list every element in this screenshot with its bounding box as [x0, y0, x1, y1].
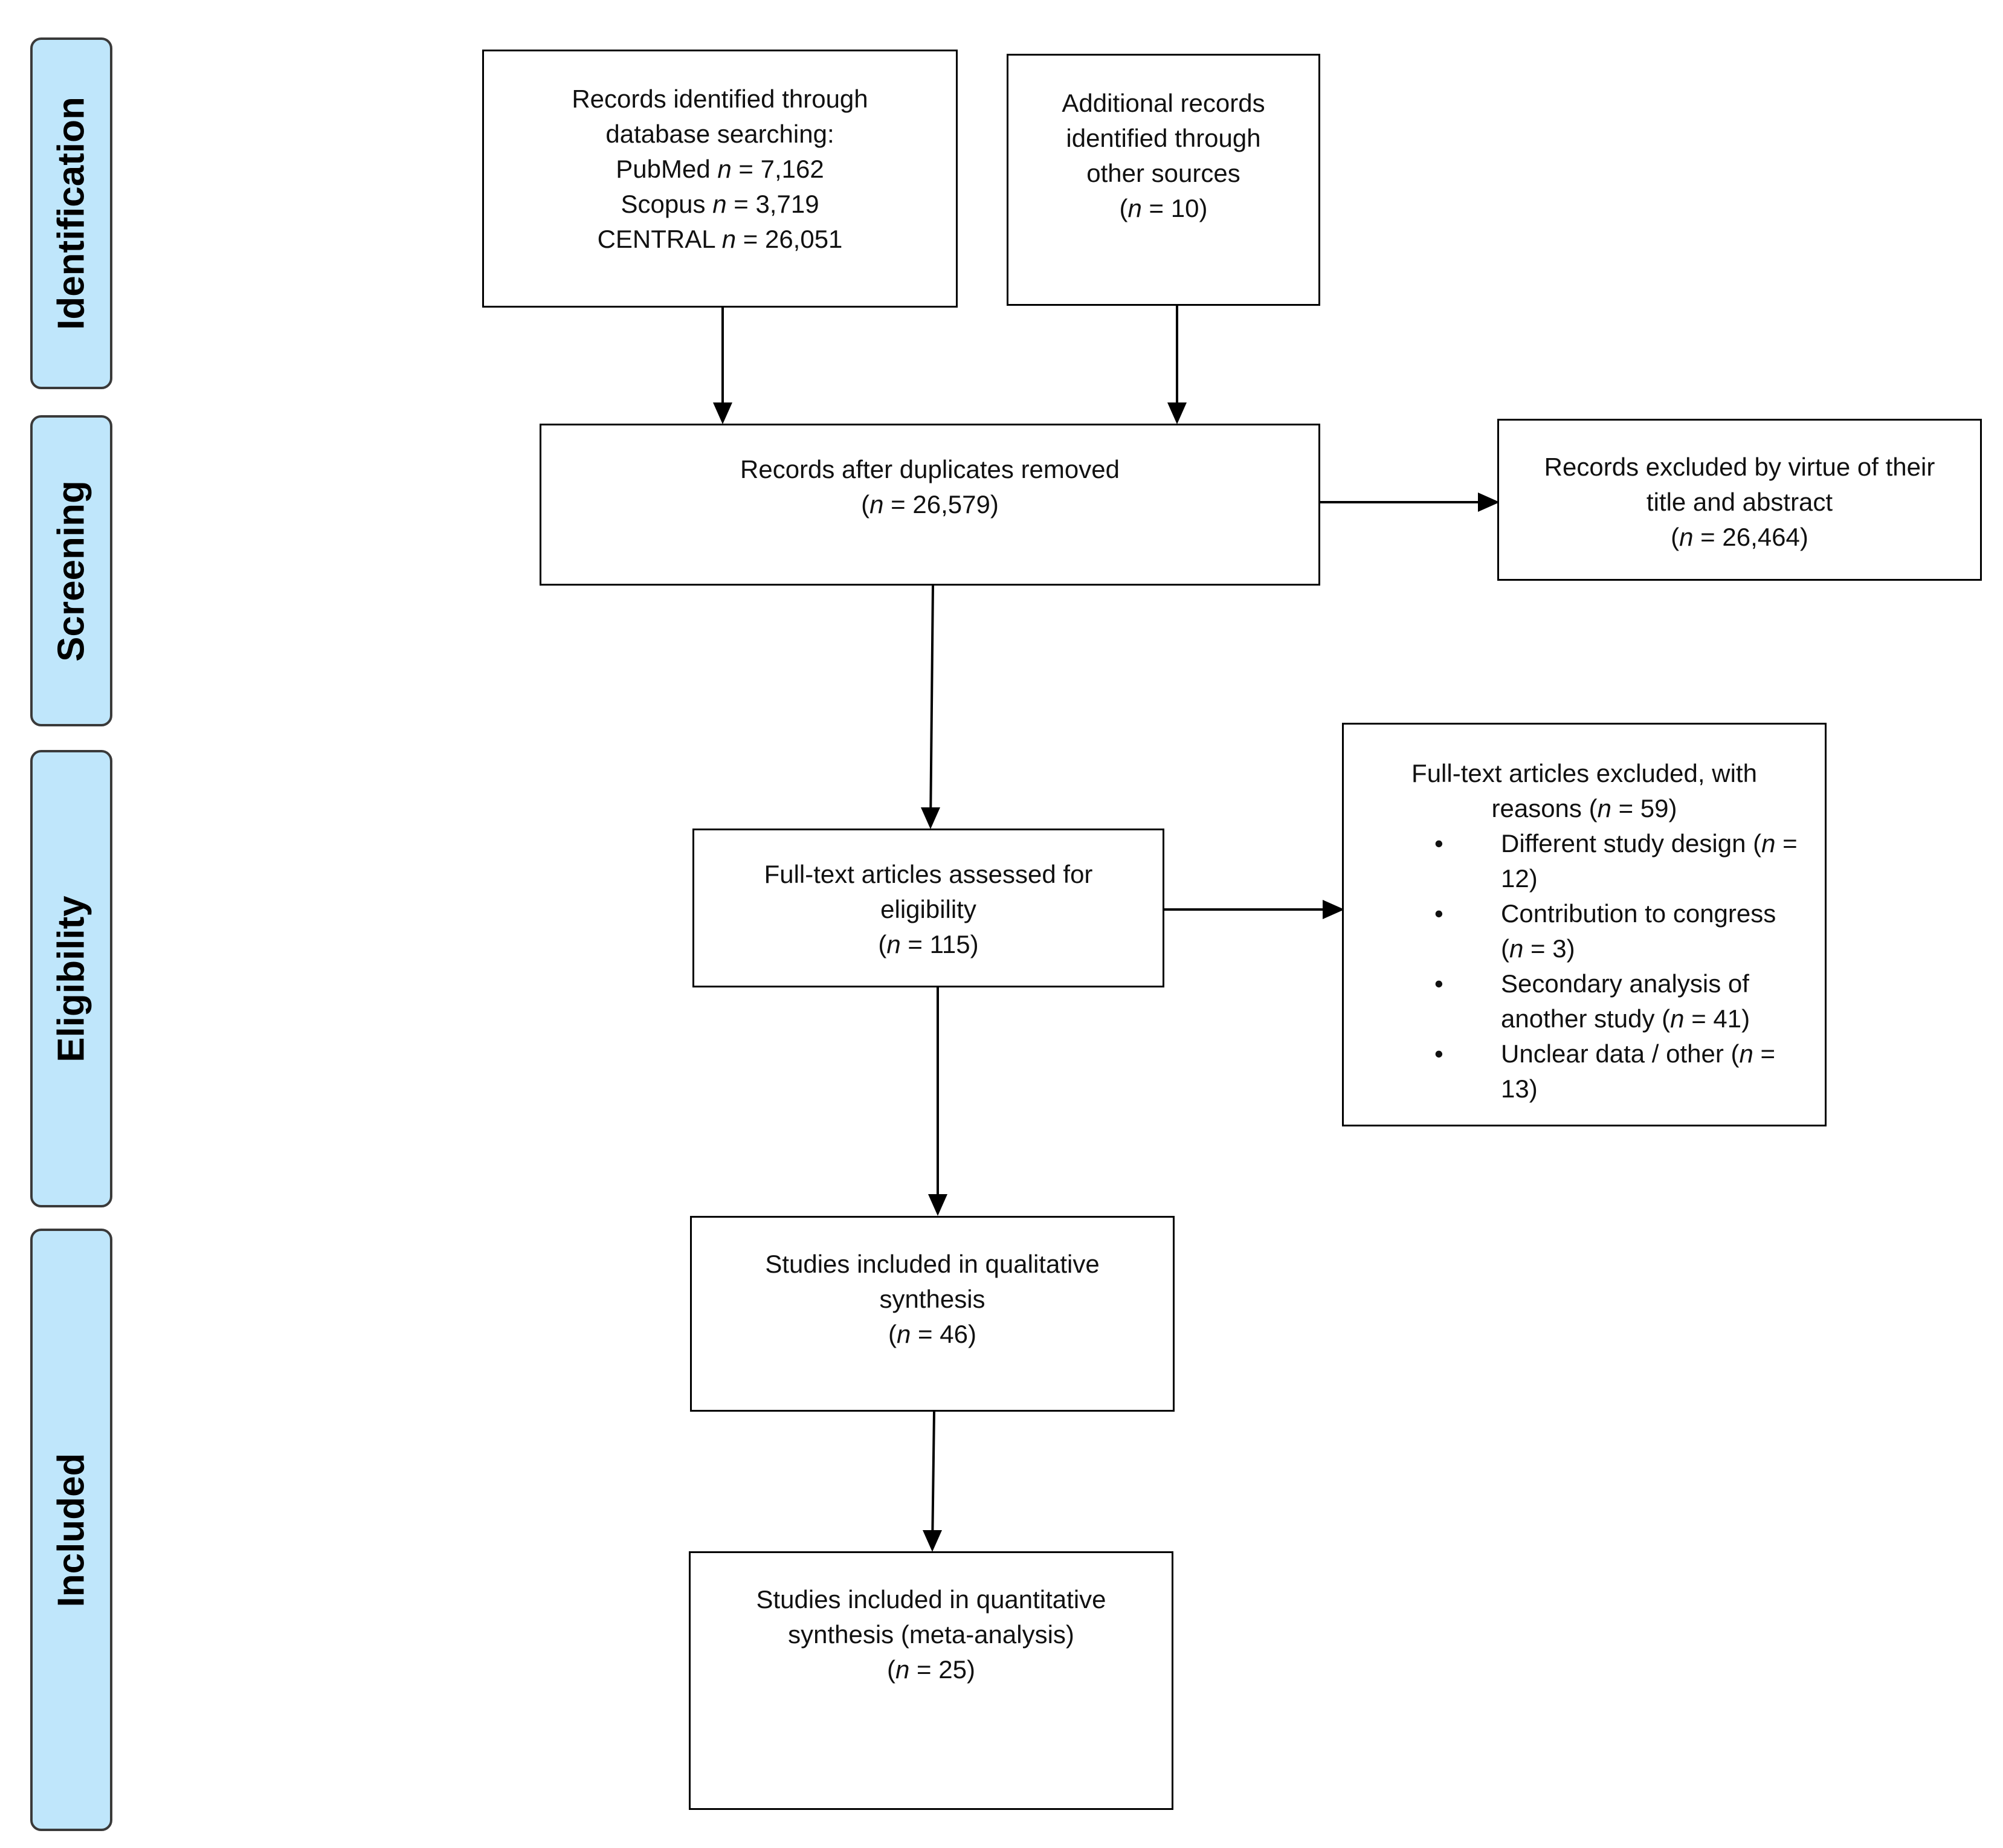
box-quantitative-synthesis: Studies included in quantitative synthes… [689, 1551, 1173, 1810]
database-central: CENTRAL n = 26,051 [597, 225, 843, 253]
quantitative-line-1: Studies included in quantitative [756, 1585, 1106, 1614]
stage-label-identification: Identification [50, 97, 92, 330]
arrowhead-fulltext [921, 807, 940, 829]
arrowhead-title-excluded [1478, 493, 1500, 512]
qualitative-count: (n = 46) [888, 1320, 976, 1348]
qualitative-line-2: synthesis [879, 1285, 985, 1313]
reason-item: Secondary analysis of another study (n =… [1344, 966, 1825, 1036]
arrowhead-fulltext-excluded [1323, 900, 1344, 919]
reason-item: Different study design (n = 12) [1344, 826, 1825, 896]
box-title-abstract-excluded: Records excluded by virtue of their titl… [1497, 419, 1982, 581]
fulltext-line-1: Full-text articles assessed for [764, 860, 1093, 888]
stage-eligibility: Eligibility [30, 750, 112, 1207]
title-excluded-line-1: Records excluded by virtue of their [1544, 453, 1935, 481]
arrowhead-quantitative [923, 1530, 942, 1552]
duplicates-line-1: Records after duplicates removed [740, 455, 1120, 483]
box-qualitative-synthesis: Studies included in qualitative synthesi… [690, 1216, 1175, 1412]
stage-screening: Screening [30, 415, 112, 726]
database-line-2: database searching: [605, 120, 834, 148]
additional-count: (n = 10) [1119, 194, 1208, 222]
quantitative-count: (n = 25) [887, 1655, 975, 1684]
title-excluded-count: (n = 26,464) [1671, 523, 1808, 551]
additional-line-2: identified through [1066, 124, 1261, 152]
database-line-1: Records identified through [572, 85, 868, 113]
database-pubmed: PubMed n = 7,162 [616, 155, 824, 183]
database-scopus: Scopus n = 3,719 [621, 190, 819, 218]
arrow-qualitative-to-quantitative [931, 1411, 935, 1549]
stage-identification: Identification [30, 37, 112, 389]
additional-line-3: other sources [1086, 159, 1240, 187]
stage-included: Included [30, 1229, 112, 1831]
duplicates-count: (n = 26,579) [861, 490, 999, 519]
reason-item: Contribution to congress (n = 3) [1344, 896, 1825, 966]
box-fulltext-assessed: Full-text articles assessed for eligibil… [692, 829, 1164, 987]
box-duplicates-removed: Records after duplicates removed (n = 26… [540, 424, 1320, 586]
stage-label-eligibility: Eligibility [50, 895, 92, 1062]
fulltext-count: (n = 115) [878, 930, 979, 958]
reason-item: Unclear data / other (n = 13) [1344, 1036, 1825, 1107]
qualitative-line-1: Studies included in qualitative [765, 1250, 1100, 1278]
title-excluded-line-2: title and abstract [1646, 488, 1833, 516]
additional-line-1: Additional records [1062, 89, 1265, 117]
arrowhead-additional [1167, 402, 1187, 424]
arrowhead-qualitative [928, 1194, 947, 1216]
stage-label-included: Included [50, 1453, 92, 1607]
fulltext-excluded-line-2: reasons (n = 59) [1491, 794, 1677, 822]
fulltext-excluded-line-1: Full-text articles excluded, with [1411, 759, 1757, 787]
box-additional-records: Additional records identified through ot… [1007, 54, 1320, 306]
quantitative-line-2: synthesis (meta-analysis) [788, 1620, 1074, 1649]
arrow-duplicates-to-fulltext [929, 585, 934, 827]
arrowhead-database [713, 402, 732, 424]
box-database-search: Records identified through database sear… [482, 50, 958, 308]
fulltext-line-2: eligibility [880, 895, 976, 923]
exclusion-reasons-list: Different study design (n = 12) Contribu… [1344, 826, 1825, 1107]
stage-label-screening: Screening [50, 480, 92, 662]
box-fulltext-excluded: Full-text articles excluded, with reason… [1342, 723, 1827, 1126]
